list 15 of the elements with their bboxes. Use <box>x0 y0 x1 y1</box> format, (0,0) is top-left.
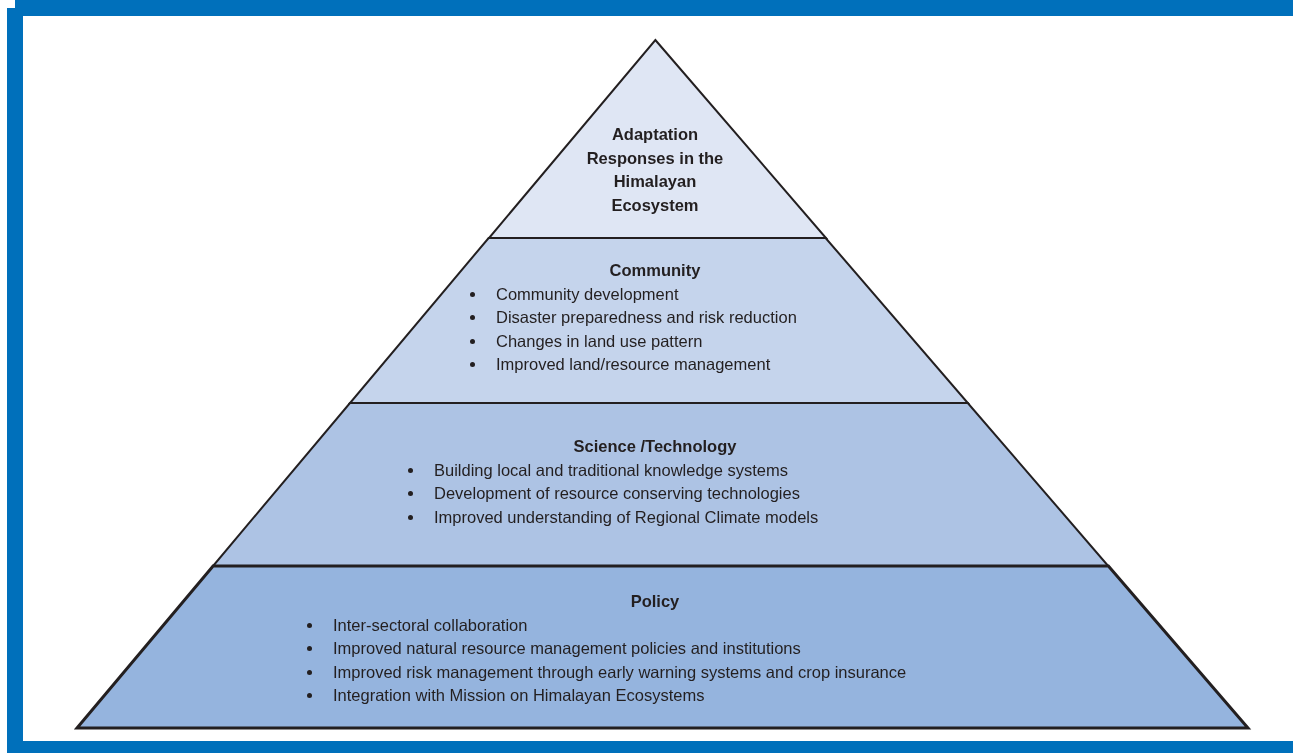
list-item: Improved land/resource management <box>496 354 771 375</box>
tier-heading: Policy <box>629 591 681 612</box>
list-item: Improved risk management through early warning systems and crop insurance <box>333 661 907 683</box>
list-item: Building local and traditional knowledge systems <box>434 459 789 481</box>
list-item: Community development <box>496 283 679 305</box>
tier-heading: Science /Technology <box>572 436 738 457</box>
list-item: Integration with Mission on Himalayan Ecosystems <box>333 685 705 706</box>
tier-heading: Community <box>608 260 702 281</box>
pyramid-title: Adaptation Responses in the Himalayan Ecosystem <box>585 124 725 216</box>
list-item: Improved understanding of Regional Climate models <box>434 506 819 528</box>
list-item: Changes in land use pattern <box>496 330 703 352</box>
list-item: Development of resource conserving technologies <box>434 483 800 504</box>
list-item: Improved natural resource management policies and institutions <box>333 638 801 659</box>
list-item: Inter-sectoral collaboration <box>333 614 528 636</box>
list-item: Disaster preparedness and risk reduction <box>496 307 797 328</box>
